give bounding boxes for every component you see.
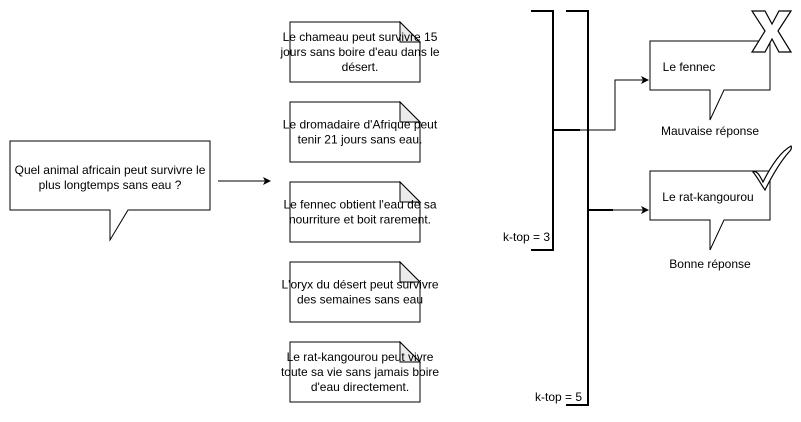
folded-corner (399, 260, 422, 283)
folded-corner (399, 100, 422, 123)
question-line: Quel animal africain peut survivre le (15, 163, 206, 177)
document-line: Le chameau peut survivre 15 (283, 30, 438, 44)
answer-caption: Mauvaise réponse (661, 124, 759, 138)
folded-corner (399, 20, 422, 43)
right-answer-callout: Le rat-kangourou (649, 170, 771, 251)
folded-corner (399, 180, 422, 203)
question-line: plus longtemps sans eau ? (39, 178, 182, 192)
folded-corner (399, 340, 422, 363)
k-top-5-label: k-top = 5 (535, 390, 582, 404)
question-callout: Quel animal africain peut survivre le pl… (9, 140, 211, 242)
document-line: jours sans boire d'eau dans le (279, 45, 439, 59)
wrong-answer-callout: Le fennec (649, 40, 771, 121)
document-line: d'eau directement. (311, 380, 409, 394)
k-top-3-label: k-top = 3 (503, 230, 550, 244)
document-line: tenir 21 jours sans eau. (298, 133, 423, 147)
bracket-k5 (566, 10, 613, 406)
x-mark-icon (750, 10, 793, 53)
arrow-to-wrong-answer (580, 76, 649, 131)
document-line: désert. (342, 60, 379, 74)
document-line: Le fennec obtient l'eau de sa (283, 198, 436, 212)
document-line: des semaines sans eau (297, 293, 423, 307)
check-mark-icon (752, 145, 792, 192)
answer-text: Le fennec (663, 60, 716, 74)
document-note: Le fennec obtient l'eau de sanourriture … (283, 180, 437, 243)
document-line: toute sa vie sans jamais boire (281, 365, 439, 379)
document-line: Le dromadaire d'Afrique peut (283, 118, 438, 132)
document-line: Le rat-kangourou peut vivre (287, 350, 434, 364)
bracket-k3 (531, 10, 580, 251)
document-line: L'oryx du désert peut survivre (281, 278, 438, 292)
answer-text: Le rat-kangourou (662, 190, 753, 204)
document-line: nourriture et boit rarement. (289, 213, 431, 227)
answer-caption: Bonne réponse (669, 257, 751, 271)
